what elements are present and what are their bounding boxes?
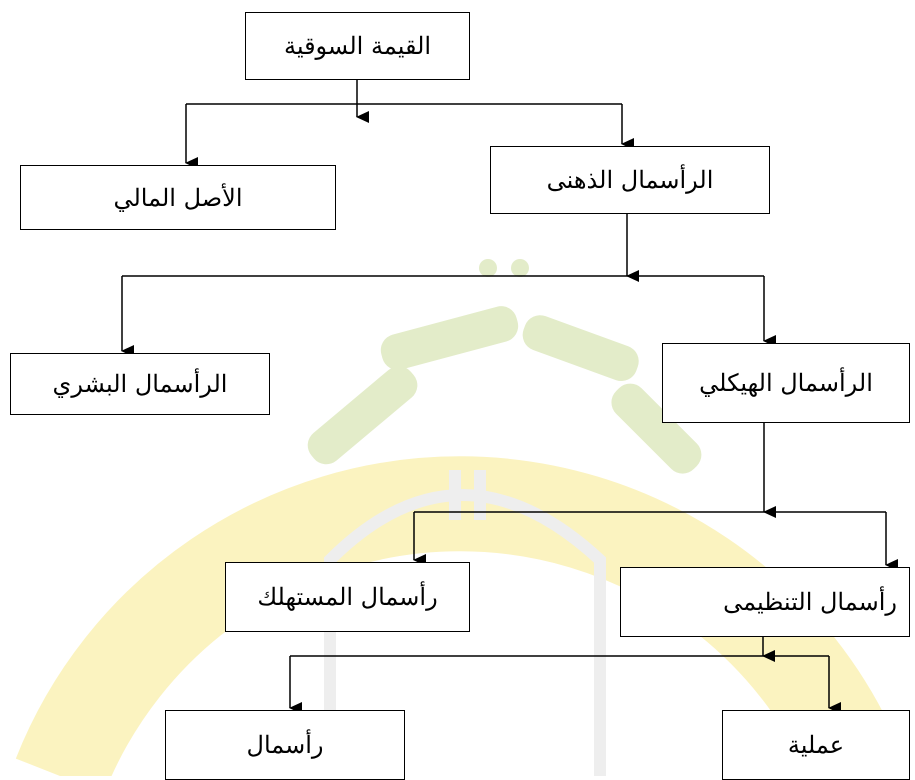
node-market-value-label: القيمة السوقية [283, 32, 432, 60]
node-financial-asset: الأصل المالي [20, 165, 336, 230]
node-financial-asset-label: الأصل المالي [113, 183, 243, 212]
node-organizational-capital-label: رأسمال التنظيمى [723, 588, 897, 616]
node-human-capital: الرأسمال البشري [10, 353, 270, 415]
node-intellectual-capital-label: الرأسمال الذهنى [546, 166, 714, 194]
node-structural-capital: الرأسمال الهيكلي [662, 343, 910, 423]
node-organizational-capital: رأسمال التنظيمى [620, 567, 910, 637]
node-customer-capital-label: رأسمال المستهلك [257, 583, 438, 611]
node-structural-capital-label: الرأسمال الهيكلي [699, 369, 873, 397]
node-customer-capital: رأسمال المستهلك [225, 562, 470, 632]
node-capital-label: رأسمال [246, 731, 324, 759]
node-process: عملية [722, 710, 910, 780]
node-human-capital-label: الرأسمال البشري [52, 370, 228, 398]
node-capital: رأسمال [165, 710, 405, 780]
node-intellectual-capital: الرأسمال الذهنى [490, 146, 770, 214]
node-process-label: عملية [787, 731, 845, 759]
node-market-value: القيمة السوقية [245, 12, 470, 80]
